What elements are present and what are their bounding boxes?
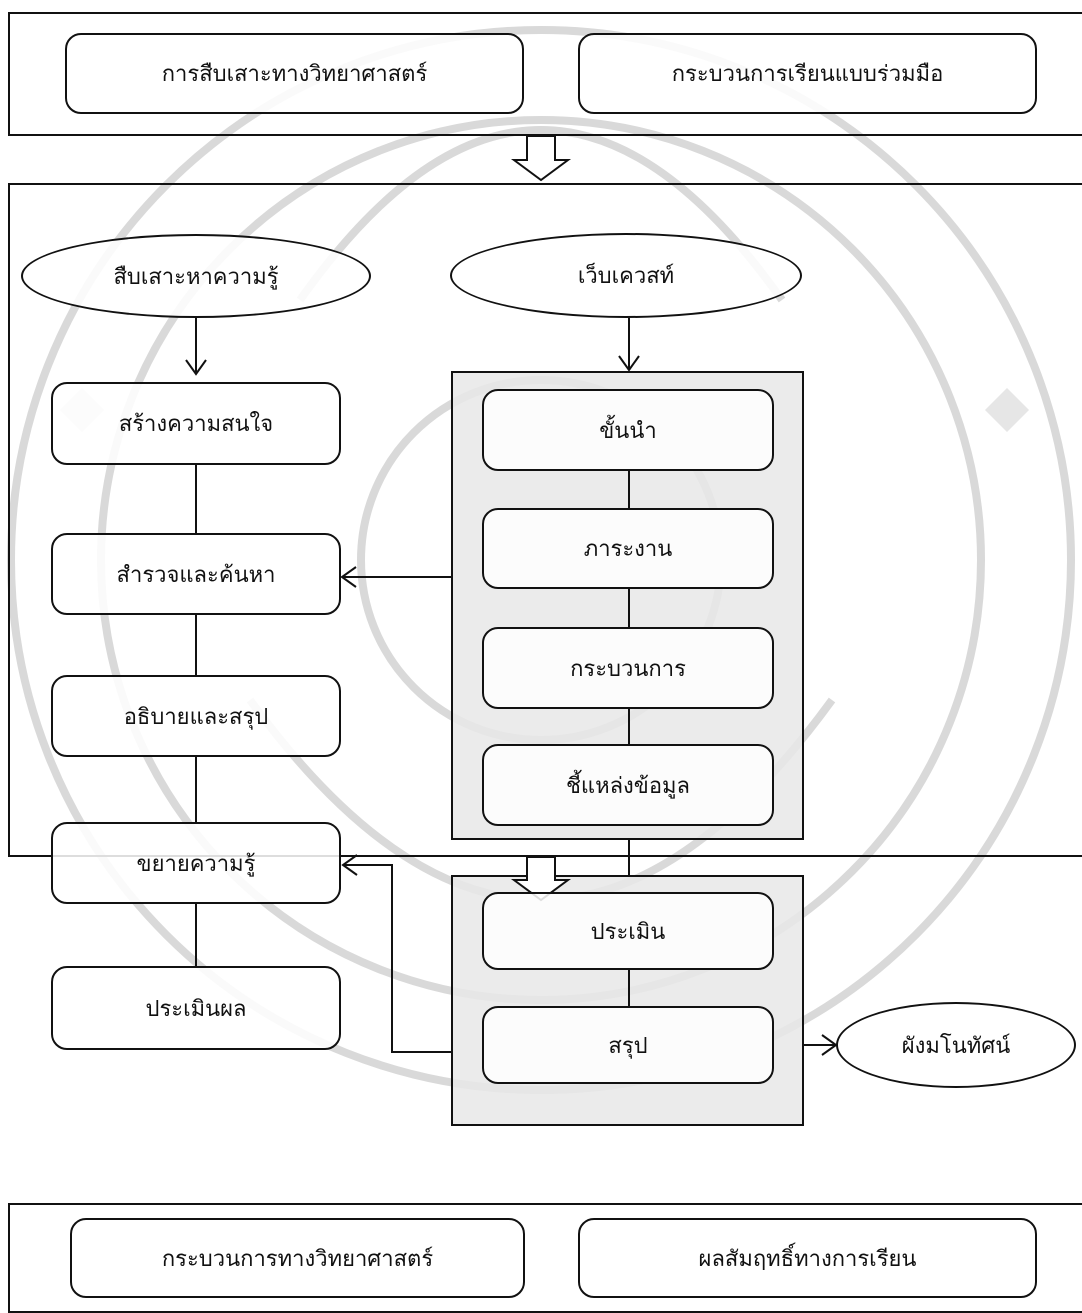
down-arrow-icon (510, 856, 572, 902)
cooperative-learning-box: กระบวนการเรียนแบบร่วมมือ (578, 33, 1037, 114)
down-arrow-icon (510, 135, 572, 182)
step-engage-box: สร้างความสนใจ (51, 382, 341, 465)
concept-map-oval: ผังมโนทัศน์ (836, 1002, 1076, 1088)
webquest-process-box: กระบวนการ (482, 627, 774, 709)
inquiry-science-box: การสืบเสาะทางวิทยาศาสตร์ (65, 33, 524, 114)
webquest-task-box: ภาระงาน (482, 508, 774, 589)
webquest-evaluation-box: ประเมิน (482, 892, 774, 970)
webquest-resources-box: ชี้แหล่งข้อมูล (482, 744, 774, 826)
step-evaluate-box: ประเมินผล (51, 966, 341, 1050)
webquest-oval: เว็บเควสท์ (450, 233, 802, 318)
step-explore-box: สำรวจและค้นหา (51, 533, 341, 615)
step-elaborate-box: ขยายความรู้ (51, 822, 341, 904)
webquest-conclusion-box: สรุป (482, 1006, 774, 1084)
webquest-introduction-box: ขั้นนำ (482, 389, 774, 471)
step-explain-box: อธิบายและสรุป (51, 675, 341, 757)
science-process-box: กระบวนการทางวิทยาศาสตร์ (70, 1218, 525, 1298)
inquiry-oval: สืบเสาะหาความรู้ (21, 234, 371, 318)
learning-achievement-box: ผลสัมฤทธิ์ทางการเรียน (578, 1218, 1037, 1298)
